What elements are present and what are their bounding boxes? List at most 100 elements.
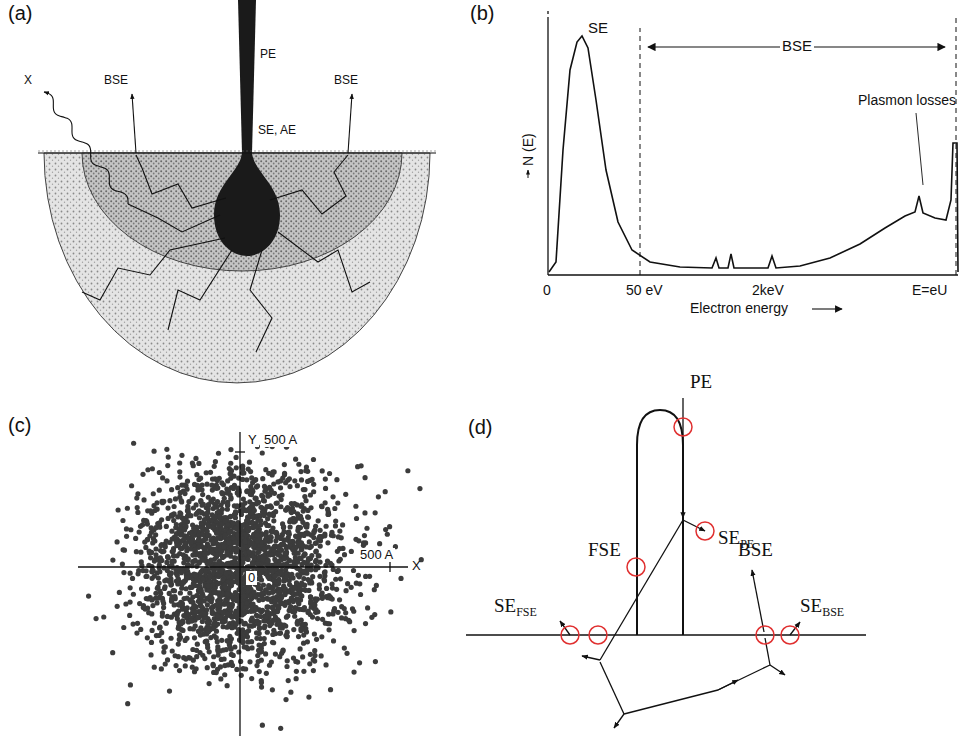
scatter-dot	[363, 574, 368, 579]
scatter-dot	[198, 589, 203, 594]
scatter-dot	[339, 615, 344, 620]
scatter-dot	[193, 573, 198, 578]
scatter-dot	[352, 628, 357, 633]
scatter-dot	[279, 497, 284, 502]
scatter-dot	[273, 573, 278, 578]
scatter-dot	[333, 577, 338, 582]
scatter-dot	[327, 471, 332, 476]
scatter-dot	[145, 586, 150, 591]
scatter-dot	[294, 502, 299, 507]
scatter-dot	[222, 496, 227, 501]
scatter-dot	[327, 621, 332, 626]
scatter-dot	[305, 514, 310, 519]
scatter-dot	[198, 625, 203, 630]
scatter-dot	[337, 528, 342, 533]
scatter-dot	[184, 636, 189, 641]
scatter-dot	[188, 585, 193, 590]
scatter-dot	[190, 495, 195, 500]
scatter-dot	[303, 523, 308, 528]
interaction-volume	[38, 0, 436, 383]
scatter-dot	[137, 529, 142, 534]
scatter-dot	[177, 469, 182, 474]
scatter-dot	[351, 609, 356, 614]
scatter-dot	[157, 470, 162, 475]
scatter-dot	[168, 636, 173, 641]
scatter-dot	[226, 640, 231, 645]
scatter-dot	[264, 671, 269, 676]
scatter-dot	[254, 501, 259, 506]
scatter-dot	[273, 614, 278, 619]
scatter-dot	[228, 461, 233, 466]
scatter-dot	[182, 491, 187, 496]
scatter-dot	[244, 477, 249, 482]
scatter-dot	[153, 546, 158, 551]
scatter-dot	[169, 513, 174, 518]
scatter-dot	[198, 633, 203, 638]
scatter-dot	[276, 620, 281, 625]
scatter-dot	[362, 510, 367, 515]
scatter-dot	[163, 620, 168, 625]
scatter-dot	[246, 466, 251, 471]
scatter-dot	[225, 507, 230, 512]
scatter-dot	[282, 462, 287, 467]
scatter-dot	[259, 643, 264, 648]
scatter-dot	[293, 659, 298, 664]
scatter-dot	[387, 524, 392, 529]
scatter-dot	[181, 537, 186, 542]
scatter-dot	[260, 476, 265, 481]
scatter-dot	[291, 627, 296, 632]
scatter-dot	[267, 485, 272, 490]
scatter-dot	[267, 597, 272, 602]
scatter-dot	[213, 459, 218, 464]
scatter-dot	[152, 620, 157, 625]
scatter-dot	[208, 470, 213, 475]
scatter-dot	[110, 557, 115, 562]
scatter-dot	[363, 621, 368, 626]
scatter-dot	[114, 539, 119, 544]
scatter-dot	[173, 653, 178, 658]
scatter-dot	[185, 479, 190, 484]
scatter-dot	[284, 664, 289, 669]
scatter-dot	[131, 592, 136, 597]
scatter-dot	[342, 552, 347, 557]
scatter-dot	[170, 648, 175, 653]
scatter-dot	[161, 645, 166, 650]
scatter-dot	[269, 590, 274, 595]
scatter-dot	[125, 506, 130, 511]
scatter-dot	[171, 548, 176, 553]
scatter-dot	[211, 663, 216, 668]
scatter-dot	[269, 505, 274, 510]
scatter-dot	[193, 623, 198, 628]
scatter-dot	[235, 503, 240, 508]
scatter-dot	[251, 618, 256, 623]
scatter-dot	[332, 506, 337, 511]
scatter-dot	[249, 639, 254, 644]
scatter-dot	[205, 665, 210, 670]
scatter-dot	[228, 447, 233, 452]
scatter-dot	[127, 613, 132, 618]
scatter-dot	[320, 617, 325, 622]
scatter-dot	[159, 639, 164, 644]
scatter-dot	[310, 574, 315, 579]
scatter-dot	[343, 588, 348, 593]
scatter-dot	[292, 614, 297, 619]
scatter-dot	[193, 609, 198, 614]
scatter-dot	[265, 494, 270, 499]
scatter-dot	[232, 597, 237, 602]
scatter-dot	[315, 616, 320, 621]
scatter-dot	[335, 500, 340, 505]
scatter-dot	[135, 621, 140, 626]
scatter-dot	[144, 568, 149, 573]
scatter-dot	[110, 650, 115, 655]
scatter-dot	[301, 669, 306, 674]
scatter-dot	[151, 503, 156, 508]
scatter-dot	[129, 483, 134, 488]
scatter-dot	[147, 533, 152, 538]
scatter-dot	[157, 520, 162, 525]
scatter-dot	[339, 604, 344, 609]
scatter-dot	[124, 526, 129, 531]
scatter-dot	[271, 640, 276, 645]
scatter-dot	[353, 504, 358, 509]
scatter-dot	[171, 504, 176, 509]
scatter-dot	[152, 508, 157, 513]
